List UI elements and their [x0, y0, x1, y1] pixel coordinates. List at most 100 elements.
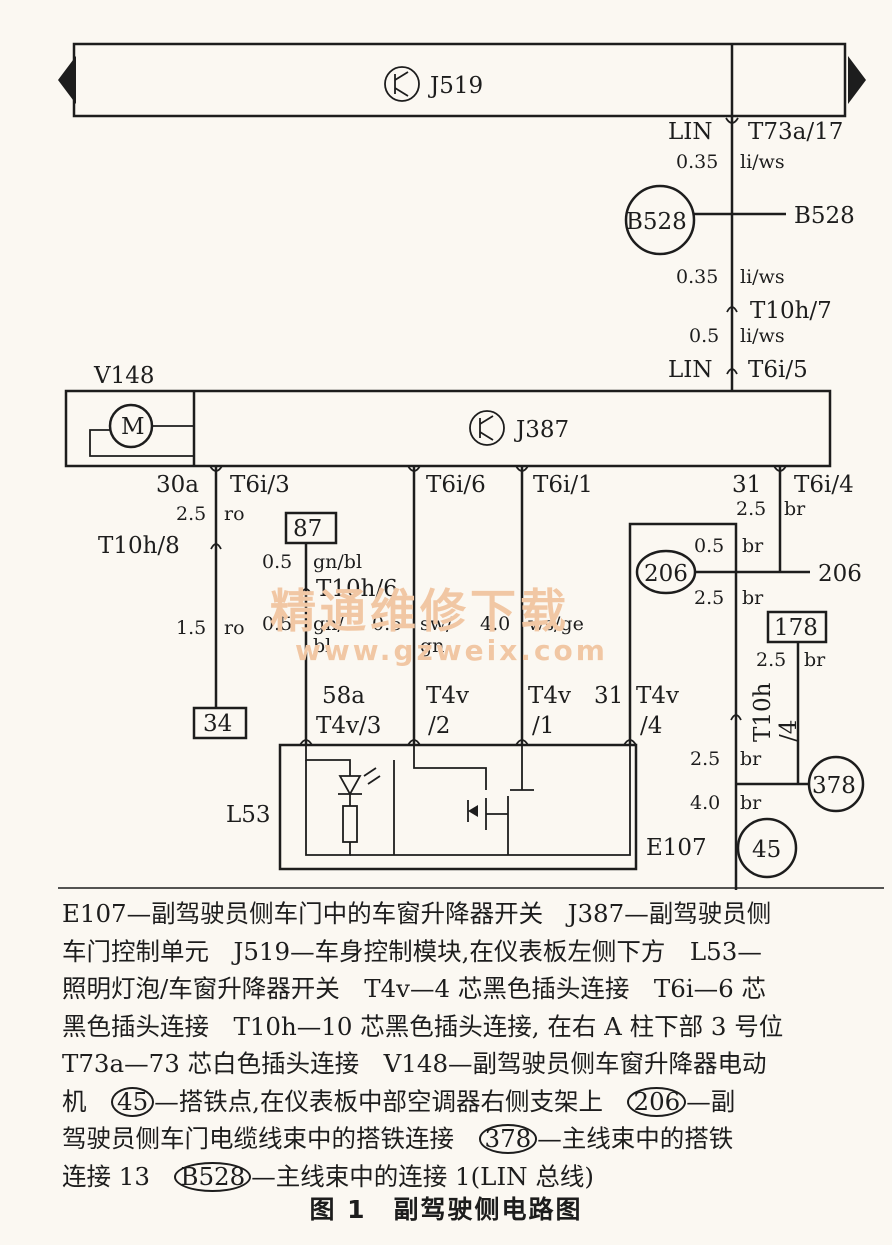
pin-31-label: 31 [732, 472, 761, 498]
lin-top-label: LIN [668, 119, 712, 145]
terminal-87-label: 87 [293, 516, 322, 542]
resistor-icon [342, 805, 358, 843]
b528-badge: B528 [174, 1161, 252, 1192]
wire-size-label: 0.5 [262, 551, 292, 573]
caption-line: 驾驶员侧车门电缆线束中的搭铁连接 378—主线束中的搭铁 [62, 1120, 884, 1158]
t10h4-label: T10h [750, 682, 776, 742]
j387-label: J387 [514, 417, 569, 443]
caption-text: 驾驶员侧车门电缆线束中的搭铁连接 [62, 1124, 479, 1153]
caption-text: —搭铁点,在仪表板中部空调器右侧支架上 [154, 1086, 628, 1116]
connector-pins [299, 739, 637, 746]
caption-line: 黑色插头连接 T10h—10 芯黑色插头连接, 在右 A 柱下部 3 号位 [62, 1011, 784, 1041]
e107-switch-box [278, 743, 638, 871]
terminal-34-box [192, 706, 248, 740]
caption-line: 车门控制单元 J519—车身控制模块,在仪表板左侧下方 L53— [62, 936, 762, 966]
ground-378-label: 378 [812, 773, 856, 799]
t10h6-label: T10h/6 [316, 576, 398, 602]
wire-color-label: ro [224, 617, 245, 639]
b528-line-label: B528 [794, 203, 855, 229]
caption-line: 照明灯泡/车窗升降器开关 T4v—4 芯黑色插头连接 T6i—6 芯 [62, 974, 767, 1003]
ground-206-circle-label: 206 [644, 561, 688, 587]
b528-circle-label: B528 [626, 209, 687, 235]
wire-size-label: 0.5 [689, 325, 719, 347]
e107-label: E107 [646, 835, 707, 861]
watermark-url: www.gzweix.com [295, 634, 608, 667]
wire-color-label: li/ws [740, 325, 785, 347]
caption-line: E107—副驾驶员侧车门中的车窗升降器开关 J387—副驾驶员侧 [62, 899, 772, 928]
wire-size-label: 4.0 [480, 613, 510, 635]
wire-color-label: ro [224, 503, 245, 525]
wire-color-label: br [742, 587, 764, 609]
wire-color-label: li/ws [740, 266, 785, 288]
wire-color-label: br [784, 498, 806, 520]
t6i5-label: T6i/5 [748, 357, 808, 383]
t10h8-label: T10h/8 [98, 533, 180, 559]
wire-size-label: 0.35 [676, 266, 718, 288]
pin-58a-label: 58a [322, 683, 365, 709]
wire-color-label: sw/ [420, 613, 453, 635]
t6i6-label: T6i/6 [426, 472, 486, 498]
t4v2-label: T4v [426, 683, 469, 709]
caption-line: 机 45—搭铁点,在仪表板中部空调器右侧支架上 206—副 [62, 1083, 884, 1121]
wire-size-label: 1.5 [176, 617, 206, 639]
wire-size-label: 2.5 [694, 587, 724, 609]
ground-378-circle [807, 755, 865, 813]
caption-text: 机 [62, 1086, 111, 1116]
caption-text: —主线束中的连接 1(LIN 总线) [251, 1161, 594, 1191]
wire-color-label: gn/bl [313, 551, 362, 573]
transistor-icon [384, 66, 420, 102]
t6i3-label: T6i/3 [230, 472, 290, 498]
wire-color-label: br [742, 535, 764, 557]
t4v1-pin-label: /1 [532, 713, 554, 739]
wire-color-label: gn [420, 635, 444, 657]
t6i1-label: T6i/1 [533, 472, 593, 498]
watermark-text: 精通维修下载 [270, 584, 570, 638]
wire-size-label: 2.5 [690, 748, 720, 770]
wire-size-label: 0.5 [372, 613, 402, 635]
ground-378-badge: 378 [478, 1124, 538, 1154]
wire-size-label: 0.5 [262, 613, 292, 635]
t6i4-label: T6i/4 [794, 472, 854, 498]
wire-color-label: br [804, 649, 826, 671]
caption-line: T73a—73 芯白色插头连接 V148—副驾驶员侧车窗升降器电动 [62, 1049, 767, 1078]
terminal-178-label: 178 [774, 615, 818, 641]
pin-31b-label: 31 [594, 683, 623, 709]
ground-45-label: 45 [752, 837, 781, 863]
motor-label: M [121, 414, 145, 440]
pin-30a-label: 30a [156, 472, 199, 498]
figure-title: 图 1 副驾驶侧电路图 [309, 1195, 583, 1224]
ground-45-circle [736, 817, 798, 879]
wire-size-label: 4.0 [690, 792, 720, 814]
j519-module: J519 [58, 42, 866, 118]
t4v4-pin-label: /4 [640, 713, 662, 739]
t4v4-label: T4v [636, 683, 679, 709]
caption-text: 连接 13 [62, 1161, 175, 1191]
right-arrow-icon [848, 56, 866, 104]
j519-label: J519 [428, 73, 483, 99]
b528-circle [624, 184, 696, 256]
wire-size-label: 0.35 [676, 151, 718, 173]
caption-text: —副 [686, 1086, 736, 1116]
v148-label: V148 [93, 363, 155, 389]
l53-label: L53 [226, 802, 271, 828]
wire-size-label: 2.5 [736, 498, 766, 520]
caption-line: 连接 13 B528—主线束中的连接 1(LIN 总线) [62, 1158, 884, 1196]
terminal-87-box [284, 511, 338, 545]
wire-color-label: bl [313, 635, 331, 657]
legend-caption: E107—副驾驶员侧车门中的车窗升降器开关 J387—副驾驶员侧 车门控制单元 … [62, 895, 884, 1195]
wire-size-label: 0.5 [694, 535, 724, 557]
t4v2-pin-label: /2 [428, 713, 450, 739]
wire-color-label: br [740, 792, 762, 814]
left-arrow-icon [58, 56, 76, 104]
led-icon [338, 767, 381, 796]
ground-206-badge: 206 [627, 1086, 687, 1117]
wire-color-label: br [740, 748, 762, 770]
t4v1-label: T4v [528, 683, 571, 709]
t10h4-pin-label: /4 [776, 720, 802, 742]
t4v3-label: T4v/3 [316, 713, 381, 739]
ground-45-badge: 45 [111, 1086, 155, 1117]
wire-size-label: 2.5 [176, 503, 206, 525]
wire-color-label: gn/ [313, 613, 344, 635]
terminal-34-label: 34 [203, 711, 232, 737]
